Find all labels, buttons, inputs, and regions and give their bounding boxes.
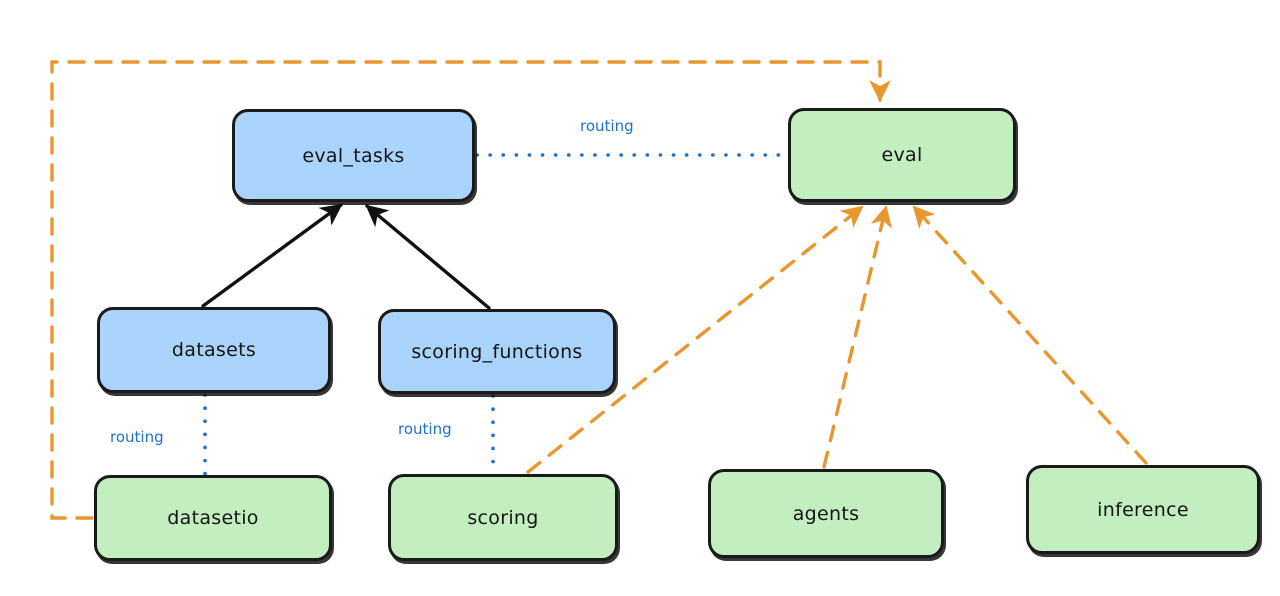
node-label-agents: agents <box>792 502 860 525</box>
node-label-datasetio: datasetio <box>167 507 259 529</box>
edge-datasetio-to-eval <box>50 60 891 520</box>
node-scoring-functions[interactable]: scoring_functions <box>378 309 616 394</box>
node-scoring[interactable]: scoring <box>388 474 618 561</box>
edge-agents-to-eval <box>822 205 893 469</box>
node-label-eval: eval <box>881 144 923 166</box>
node-label-inference: inference <box>1097 498 1189 521</box>
edge-label-routing-eval-tasks-eval: routing <box>580 117 634 135</box>
node-label-scoring-functions: scoring_functions <box>411 340 583 363</box>
node-label-datasets: datasets <box>171 339 257 361</box>
node-datasets[interactable]: datasets <box>97 307 331 393</box>
node-label-eval-tasks: eval_tasks <box>302 144 405 167</box>
node-label-scoring: scoring <box>467 506 539 529</box>
node-eval[interactable]: eval <box>788 108 1016 202</box>
edge-scoring_functions-to-eval_tasks <box>365 204 491 310</box>
node-datasetio[interactable]: datasetio <box>94 475 332 561</box>
edge-datasets-to-eval_tasks <box>201 203 343 308</box>
edge-inference-to-eval <box>912 205 1148 465</box>
node-agents[interactable]: agents <box>708 469 944 558</box>
node-inference[interactable]: inference <box>1026 465 1260 554</box>
node-eval-tasks[interactable]: eval_tasks <box>232 109 475 202</box>
edge-scoring-to-eval <box>526 205 864 474</box>
edge-label-routing-datasets-datasetio: routing <box>110 428 164 446</box>
edge-label-routing-scoring-functions-scoring: routing <box>398 420 452 438</box>
